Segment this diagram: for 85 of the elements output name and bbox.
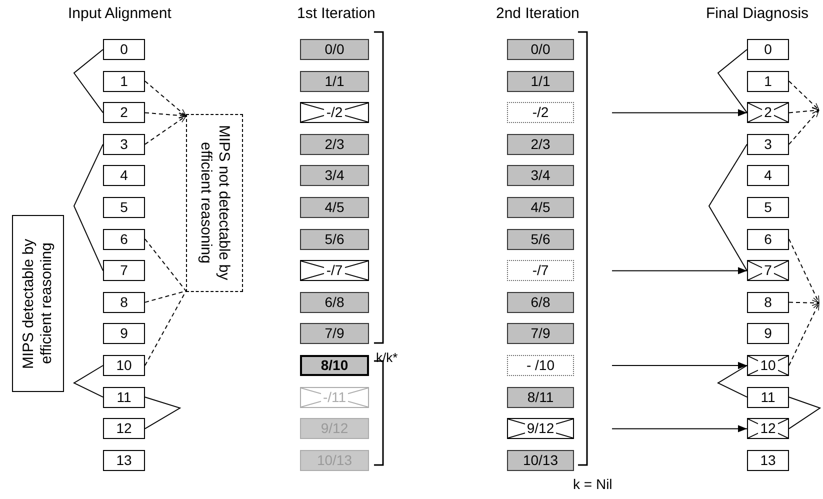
connector-line xyxy=(73,49,104,114)
column-heading: 2nd Iteration xyxy=(496,5,580,22)
dashed-connector xyxy=(144,238,186,292)
mapping-box: 3 xyxy=(103,134,145,155)
mapping-box: 8/11 xyxy=(507,386,574,408)
connector-line xyxy=(717,49,748,114)
dashed-connector xyxy=(788,110,820,145)
mapping-box: 9 xyxy=(747,323,789,344)
mapping-box: 10 xyxy=(103,355,145,376)
column-heading: Final Diagnosis xyxy=(706,5,809,22)
mapping-box: 2/3 xyxy=(300,134,369,155)
mapping-box: 4/5 xyxy=(300,197,369,218)
dashed-connector xyxy=(788,302,820,366)
mapping-box: 3/4 xyxy=(507,165,574,186)
mapping-box: 5/6 xyxy=(507,228,574,250)
connector-line xyxy=(716,365,748,398)
mapping-box: 1 xyxy=(747,70,789,92)
mapping-box: 8 xyxy=(747,292,789,313)
annotation-box: MIPS not detectable by efficient reasoning xyxy=(186,114,243,292)
mapping-box: 2 xyxy=(103,102,145,124)
mapping-box: 2/3 xyxy=(507,134,574,155)
mapping-box: 1 xyxy=(103,70,145,92)
mapping-box: 12 xyxy=(103,418,145,440)
mapping-box: 3 xyxy=(747,134,789,155)
mapping-box: 0 xyxy=(747,39,789,60)
mapping-box: 4 xyxy=(103,165,145,186)
mapping-box: 11 xyxy=(747,386,789,408)
mapping-box: 9/12 xyxy=(507,418,574,440)
dashed-connector xyxy=(788,80,820,110)
dashed-connector xyxy=(144,80,186,116)
mapping-box: 7/9 xyxy=(300,323,369,344)
mapping-box: 0 xyxy=(103,39,145,60)
connector-line xyxy=(144,396,182,430)
mapping-box: 5/6 xyxy=(300,228,369,250)
dashed-connector xyxy=(144,290,186,366)
column-heading: 1st Iteration xyxy=(297,5,376,22)
mapping-box: 9 xyxy=(103,323,145,344)
column-heading: Input Alignment xyxy=(68,5,172,22)
mapping-box: -/2 xyxy=(300,102,369,124)
mapping-box: 4/5 xyxy=(507,197,574,218)
dashed-connector xyxy=(144,290,186,303)
arrow xyxy=(612,109,748,116)
mapping-box: 6 xyxy=(103,228,145,250)
mapping-box: 11 xyxy=(103,386,145,408)
mapping-box: 7 xyxy=(103,260,145,282)
mapping-box: 13 xyxy=(747,450,789,471)
mapping-box: 13 xyxy=(103,450,145,471)
mapping-box: -/7 xyxy=(300,260,369,282)
connector-line xyxy=(708,144,748,272)
mapping-box: 12 xyxy=(747,418,789,440)
mapping-box: 1/1 xyxy=(507,70,574,92)
mapping-box: 7/9 xyxy=(507,323,574,344)
mapping-box: 6/8 xyxy=(507,292,574,313)
mapping-box: - /10 xyxy=(507,355,574,376)
annotation-box: MIPS detectable by efficient reasoning xyxy=(12,215,64,392)
arrow xyxy=(612,362,748,370)
mapping-box: 4 xyxy=(747,165,789,186)
mapping-box: 5 xyxy=(747,197,789,218)
dashed-connector xyxy=(788,108,820,114)
mapping-box: 0/0 xyxy=(507,39,574,60)
mapping-box: 10/13 xyxy=(507,450,574,471)
connector-line xyxy=(72,365,104,398)
mapping-box: 7 xyxy=(747,260,789,282)
connector-line xyxy=(73,144,104,272)
note-text: k = Nil xyxy=(573,476,612,492)
arrow xyxy=(612,267,748,274)
mapping-box: 10 xyxy=(747,355,789,376)
dashed-connector xyxy=(144,116,186,145)
dashed-connector xyxy=(788,238,820,304)
mapping-box: 5 xyxy=(103,197,145,218)
mapping-box: 6 xyxy=(747,228,789,250)
mapping-box: 6/8 xyxy=(300,292,369,313)
mapping-box: -/7 xyxy=(507,260,574,282)
dashed-connector xyxy=(144,112,186,119)
dashed-connector xyxy=(788,300,820,306)
mapping-box: -/11 xyxy=(300,386,369,408)
arrow xyxy=(612,425,748,432)
mapping-box: 8 xyxy=(103,292,145,313)
mapping-box: 1/1 xyxy=(300,70,369,92)
connector-line xyxy=(788,396,822,430)
mapping-box: 2 xyxy=(747,102,789,124)
mapping-box: 8/10 xyxy=(300,355,369,376)
mapping-box: 0/0 xyxy=(300,39,369,60)
mapping-box: 3/4 xyxy=(300,165,369,186)
mapping-box: -/2 xyxy=(507,102,574,124)
